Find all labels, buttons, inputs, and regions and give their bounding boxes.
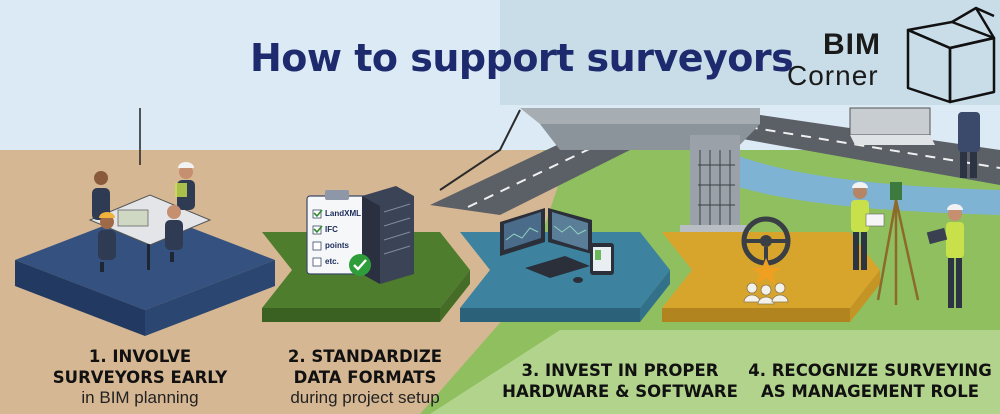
step-4-heading-line-1: 4. RECOGNIZE SURVEYING xyxy=(748,361,992,380)
bim-corner-logo: BIM Corner xyxy=(785,22,995,102)
page-title: How to support surveyors xyxy=(250,36,794,80)
checklist-item: etc. xyxy=(325,257,339,266)
leadership-illustration xyxy=(741,216,791,305)
tripod-icon xyxy=(876,182,920,305)
logo-text-corner: Corner xyxy=(787,60,879,91)
step-2-heading-line-2: DATA FORMATS xyxy=(293,368,437,387)
step-4-caption: 4. RECOGNIZE SURVEYING AS MANAGEMENT ROL… xyxy=(745,360,995,402)
bridge xyxy=(520,108,760,235)
surveyors-illustration xyxy=(851,112,980,308)
step-1-heading-line-2: SURVEYORS EARLY xyxy=(52,368,228,387)
step-3-heading-line-1: 3. INVEST IN PROPER xyxy=(521,361,719,380)
logo-text-bim: BIM xyxy=(823,28,881,61)
step-1-caption: 1. INVOLVE SURVEYORS EARLY in BIM planni… xyxy=(30,346,250,408)
people-icon xyxy=(743,282,789,305)
step-4-heading-line-2: AS MANAGEMENT ROLE xyxy=(761,382,979,401)
checklist-item: IFC xyxy=(325,225,338,234)
river xyxy=(690,140,1000,215)
step-1-platform xyxy=(15,210,275,336)
step-1-heading-line-1: 1. INVOLVE xyxy=(88,347,192,366)
step-2-caption: 2. STANDARDIZE DATA FORMATS during proje… xyxy=(260,346,470,408)
step-3-caption: 3. INVEST IN PROPER HARDWARE & SOFTWARE xyxy=(500,360,740,402)
surveyor-2 xyxy=(926,204,964,308)
checklist-illustration xyxy=(306,186,414,284)
star-icon xyxy=(751,258,781,285)
step-1-subtitle: in BIM planning xyxy=(81,388,199,407)
cube-logo-icon xyxy=(906,6,996,104)
surveyor-3 xyxy=(958,112,980,178)
step-2-subtitle: during project setup xyxy=(290,388,440,407)
checklist-item: LandXML xyxy=(325,209,361,218)
workstation-illustration xyxy=(500,208,614,283)
surveyor-1 xyxy=(851,182,885,270)
meeting-illustration xyxy=(88,108,212,272)
road-right xyxy=(720,112,1000,185)
checklist-item: points xyxy=(325,241,349,250)
building xyxy=(849,107,935,145)
step-2-heading-line-1: 2. STANDARDIZE xyxy=(287,347,443,366)
step-3-heading-line-2: HARDWARE & SOFTWARE xyxy=(502,382,738,401)
